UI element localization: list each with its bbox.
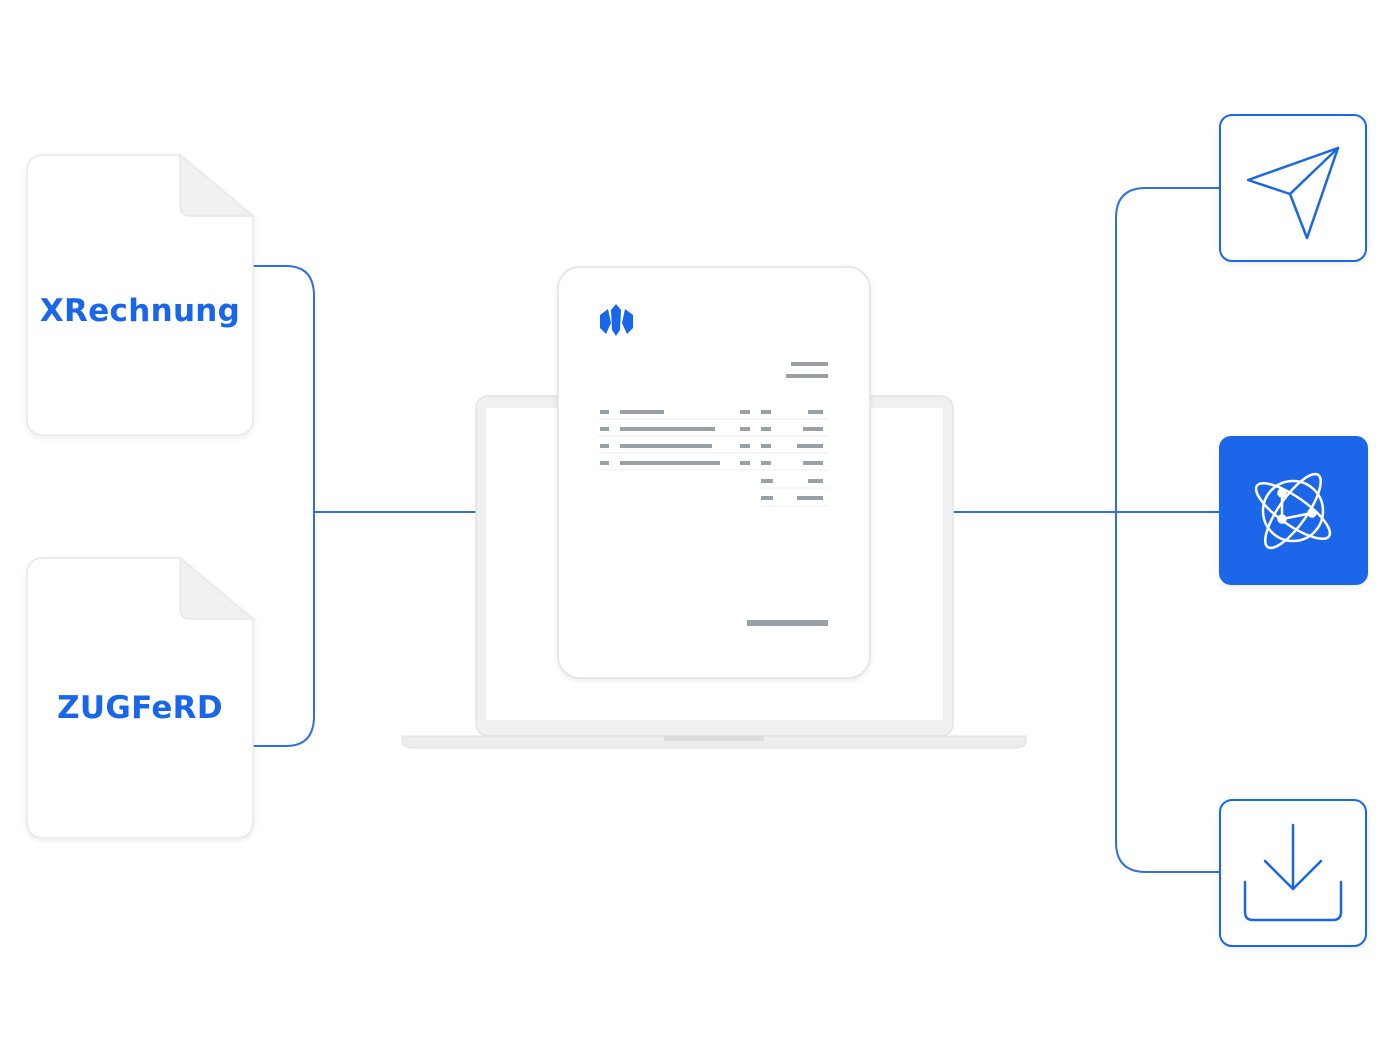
connector-lines (253, 187, 1220, 873)
output-send[interactable] (1219, 114, 1367, 262)
page-fold (179, 556, 256, 620)
page-fold (179, 153, 256, 217)
connector-xrechnung (253, 265, 315, 512)
invoice-card (557, 266, 871, 679)
document-zugferd (26, 556, 256, 839)
send-icon (1246, 146, 1340, 240)
output-network[interactable] (1219, 436, 1368, 585)
document-xrechnung (26, 153, 256, 436)
download-icon (1243, 823, 1343, 922)
laptop-base (401, 735, 1027, 749)
connector-download (1115, 512, 1220, 873)
invoice-logo-icon (600, 304, 633, 336)
invoice-row-dividers (598, 418, 828, 507)
connector-send (1115, 187, 1220, 512)
format-label-zugferd: ZUGFeRD (57, 690, 223, 726)
network-icon (1254, 472, 1332, 550)
format-label-xrechnung: XRechnung (39, 293, 241, 329)
invoice-lines (600, 362, 828, 626)
output-download[interactable] (1219, 799, 1367, 947)
laptop-notch (664, 736, 764, 741)
connector-zugferd (253, 512, 315, 747)
